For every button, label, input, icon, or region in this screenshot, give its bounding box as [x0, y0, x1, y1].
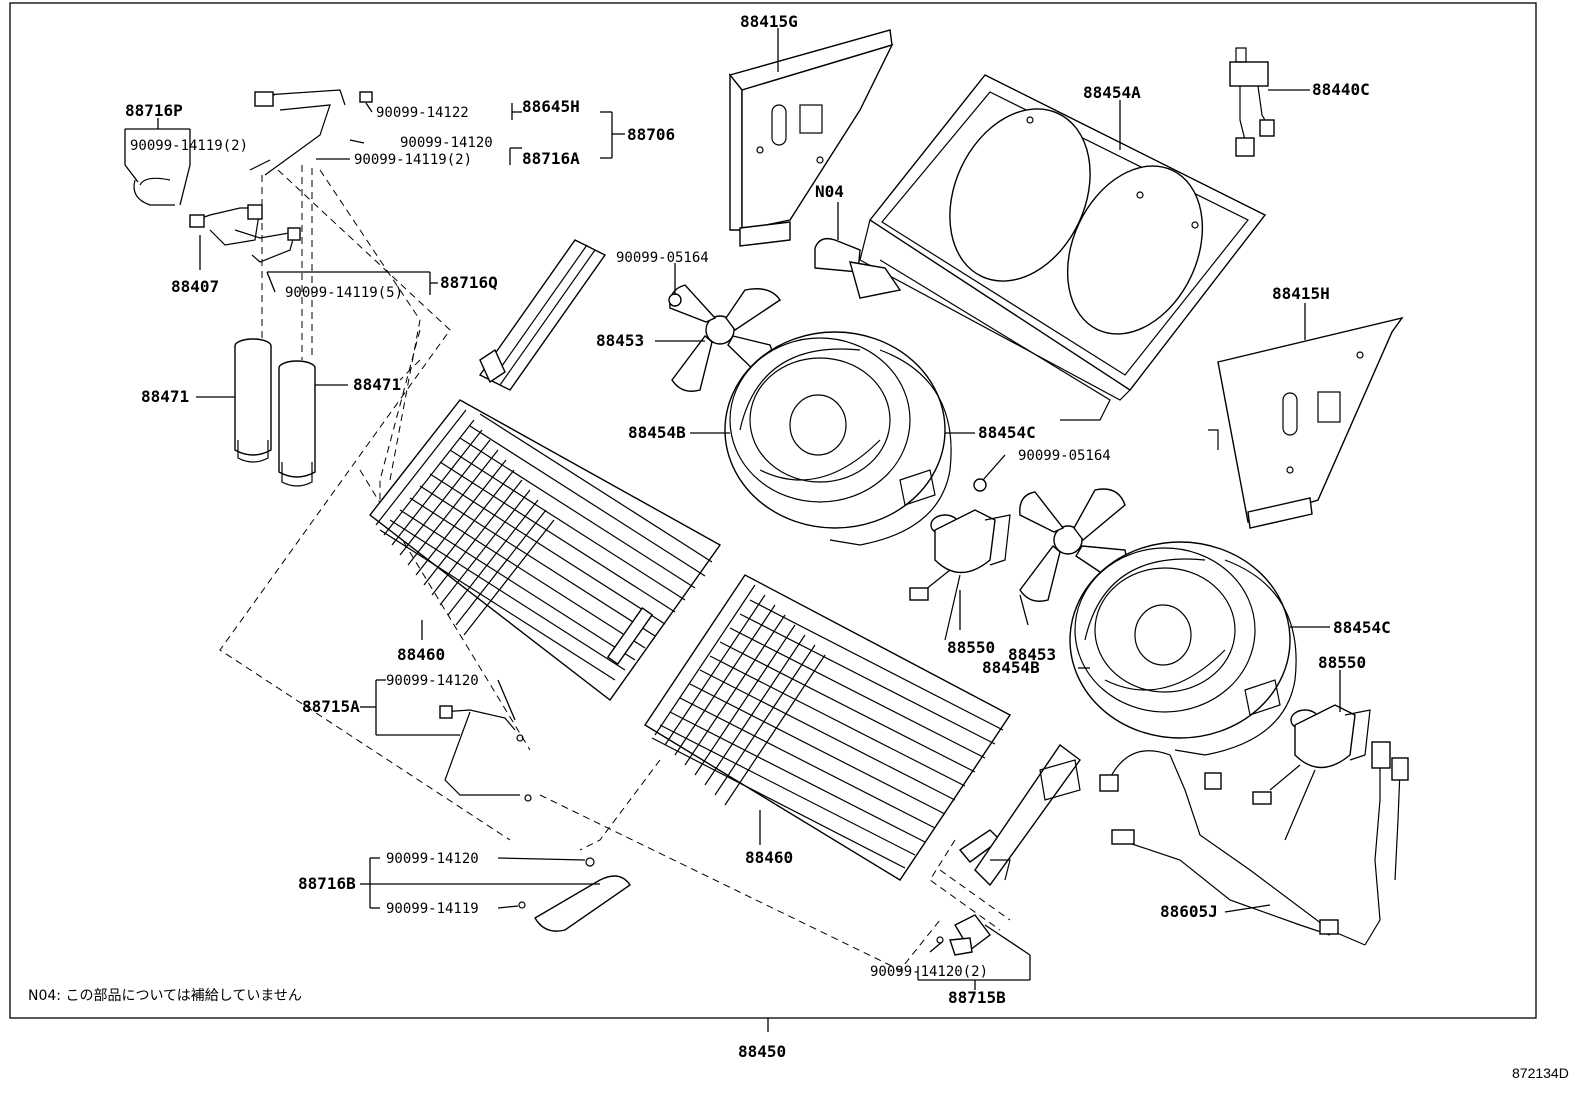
leader-lines	[124, 28, 1341, 990]
fan-housing-upper	[724, 331, 952, 546]
label-assembly-88450: 88450	[738, 1042, 786, 1061]
label-88716a: 88716A	[522, 149, 580, 168]
label-90099-14119-c: 90099-14119	[386, 901, 479, 917]
label-88415h: 88415H	[1272, 284, 1330, 303]
label-88460-a: 88460	[397, 645, 445, 664]
label-90099-05164-a: 90099-05164	[616, 250, 709, 266]
condenser-88460-lower	[644, 574, 1012, 881]
bracket-lower-mid	[974, 744, 1081, 887]
nut-lower	[973, 478, 987, 492]
label-90099-14120-2: 90099-14120(2)	[870, 964, 988, 980]
label-88706: 88706	[627, 125, 675, 144]
bracket-88415g	[728, 29, 894, 247]
figure-code: 872134D	[1512, 1065, 1569, 1081]
label-90099-14119-2-a: 90099-14119(2)	[130, 138, 248, 154]
dryer-88471-left	[234, 338, 272, 463]
relay-88440c	[1229, 47, 1310, 157]
condenser-88460-upper	[369, 399, 722, 701]
label-88415g: 88415G	[740, 12, 798, 31]
label-88460-b: 88460	[745, 848, 793, 867]
label-88715a: 88715A	[302, 697, 360, 716]
label-90099-14119-5: 90099-14119(5)	[285, 285, 403, 301]
pipes-top-left	[133, 89, 373, 263]
dryer-88471-right	[278, 360, 316, 487]
label-88716q: 88716Q	[440, 273, 498, 292]
pipe-88715a	[439, 705, 532, 802]
pipe-88716b	[518, 857, 631, 932]
label-90099-14120-c: 90099-14120	[386, 851, 479, 867]
motor-88550-upper	[909, 509, 1011, 641]
label-88605j: 88605J	[1160, 902, 1218, 921]
label-90099-14122: 90099-14122	[376, 105, 469, 121]
label-88453-b: 88453	[1008, 645, 1056, 664]
label-88550-a: 88550	[947, 638, 995, 657]
label-88716p: 88716P	[125, 101, 183, 120]
nut-upper	[668, 293, 682, 307]
label-90099-14119-2-b: 90099-14119(2)	[354, 152, 472, 168]
fan-88453-upper	[669, 284, 781, 392]
label-88715b: 88715B	[948, 988, 1006, 1007]
label-88454b-b: 88454B	[982, 658, 1040, 677]
fan-housing-lower	[1069, 541, 1297, 756]
bracket-88415h	[1208, 316, 1404, 529]
shroud-88454a	[859, 74, 1267, 421]
label-88454c-a: 88454C	[978, 423, 1036, 442]
label-88716b: 88716B	[298, 874, 356, 893]
fitting-88715b	[936, 914, 991, 956]
label-88645h: 88645H	[522, 97, 580, 116]
label-90099-14120-b: 90099-14120	[386, 673, 479, 689]
labels: 88415G 88454A 88440C 88415H N04 90099-05…	[28, 12, 1569, 1081]
clip-n04	[814, 202, 902, 299]
label-88454c-b: 88454C	[1333, 618, 1391, 637]
harness-88605j	[1099, 741, 1409, 946]
motor-88550-lower	[1252, 704, 1371, 841]
label-88440c: 88440C	[1312, 80, 1370, 99]
bracket-strip	[478, 239, 607, 391]
label-88453-a: 88453	[596, 331, 644, 350]
label-88471-a: 88471	[141, 387, 189, 406]
label-88407: 88407	[171, 277, 219, 296]
label-90099-05164-b: 90099-05164	[1018, 448, 1111, 464]
label-n04: N04	[815, 182, 844, 201]
diagram-frame	[9, 2, 1537, 1019]
label-88454b-a: 88454B	[628, 423, 686, 442]
label-88471-b: 88471	[353, 375, 401, 394]
footnote-n04: N04: この部品については補給していません	[28, 988, 302, 1004]
label-88550-b: 88550	[1318, 653, 1366, 672]
label-90099-14120-a: 90099-14120	[400, 135, 493, 151]
label-88454a: 88454A	[1083, 83, 1141, 102]
